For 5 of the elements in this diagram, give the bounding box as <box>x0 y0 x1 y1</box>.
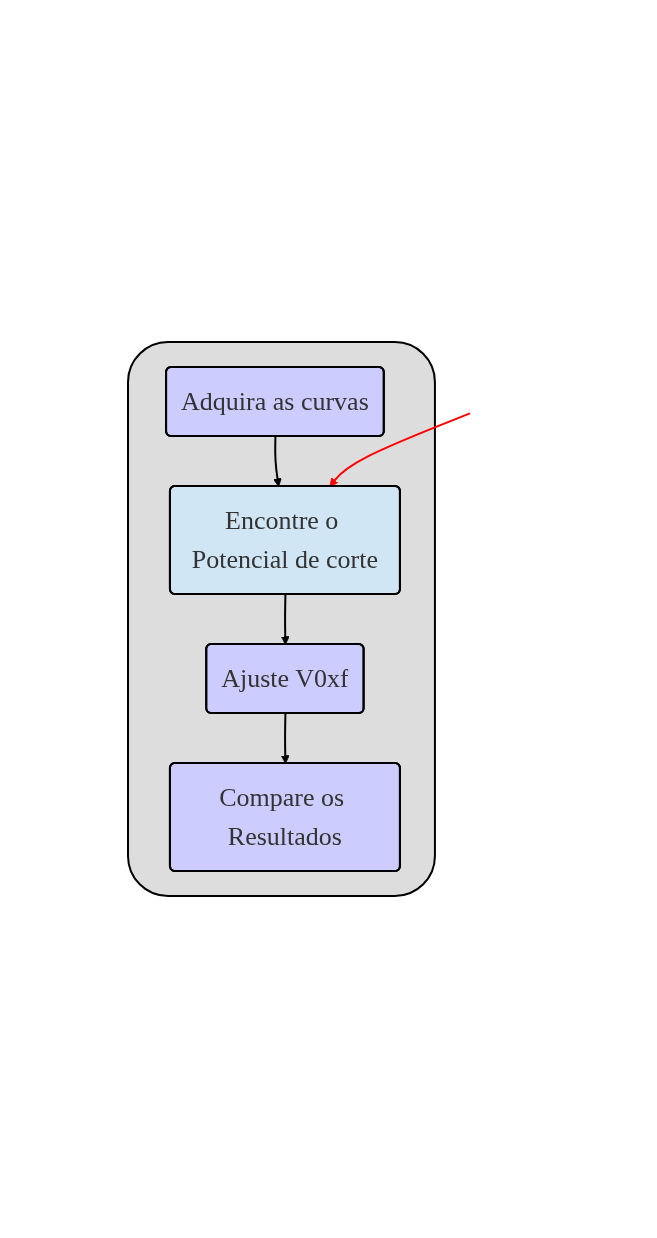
arrow <box>272 435 282 487</box>
cluster <box>126 341 436 897</box>
arrow <box>329 412 471 487</box>
arrow <box>280 712 290 764</box>
arrow <box>280 593 290 645</box>
